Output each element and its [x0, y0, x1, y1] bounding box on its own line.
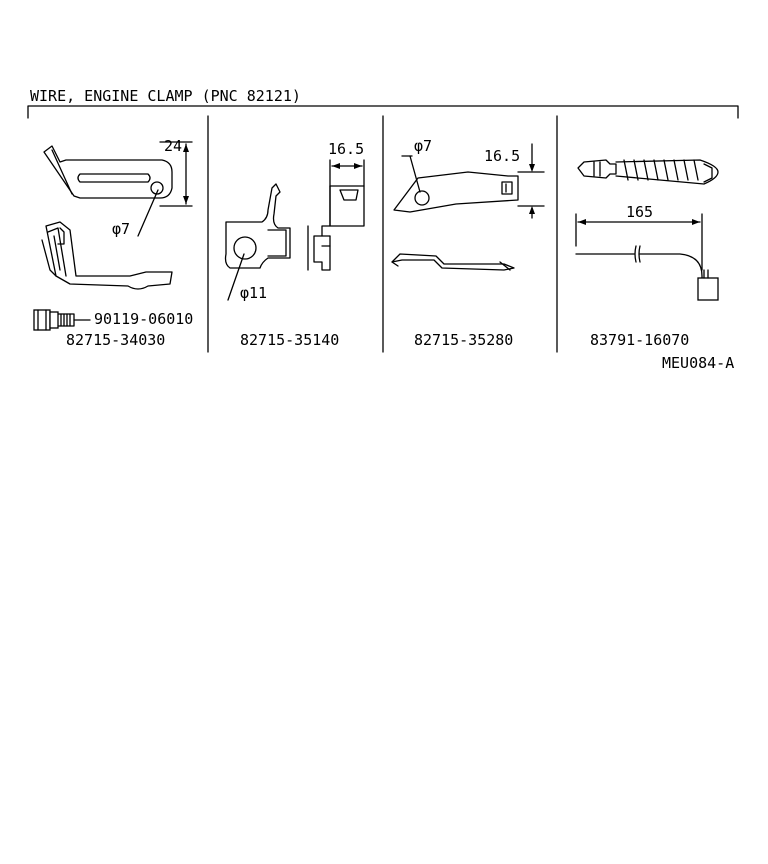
leader-phi7-left — [137, 189, 159, 237]
clamp-35140-front-view — [224, 183, 291, 269]
panel-divider-lines — [207, 115, 558, 353]
clamp-35280-side-view — [391, 253, 515, 271]
clip-83791-16070 — [577, 159, 719, 185]
dimension-label-phi7-left: φ7 — [112, 220, 131, 238]
part-number-label-35140: 82715-35140 — [240, 331, 340, 349]
dimension-16-5-right — [517, 143, 545, 219]
drawing-code-label: MEU084-A — [662, 354, 735, 372]
part-number-label-35280: 82715-35280 — [414, 331, 514, 349]
dimension-label-165: 165 — [626, 203, 654, 221]
dimension-label-24: 24 — [164, 137, 183, 155]
header-bracket-line — [27, 105, 739, 119]
dimension-label-phi11: φ11 — [240, 284, 268, 302]
dimension-label-16-5-center: 16.5 — [328, 140, 365, 158]
leader-phi11 — [227, 253, 245, 301]
leader-phi7-right — [401, 155, 421, 193]
dimension-16-5-center — [329, 159, 365, 187]
clamp-35280-top-view — [393, 171, 519, 213]
dimension-24 — [159, 141, 193, 207]
dimension-165 — [575, 213, 703, 271]
dimension-label-16-5-right: 16.5 — [484, 147, 521, 165]
clamp-35140-side-view — [307, 185, 365, 271]
clamp-34030-side-view — [41, 221, 173, 290]
clamp-34030-top-view — [43, 145, 173, 199]
wire-83791-16070 — [575, 245, 719, 301]
diagram-title: WIRE, ENGINE CLAMP (PNC 82121) — [30, 87, 301, 105]
bolt-90119-06010 — [33, 309, 91, 331]
part-number-label-34030: 82715-34030 — [66, 331, 166, 349]
dimension-label-phi7-right: φ7 — [414, 137, 433, 155]
sub-part-number-label: 90119-06010 — [94, 310, 194, 328]
part-number-label-16070: 83791-16070 — [590, 331, 690, 349]
